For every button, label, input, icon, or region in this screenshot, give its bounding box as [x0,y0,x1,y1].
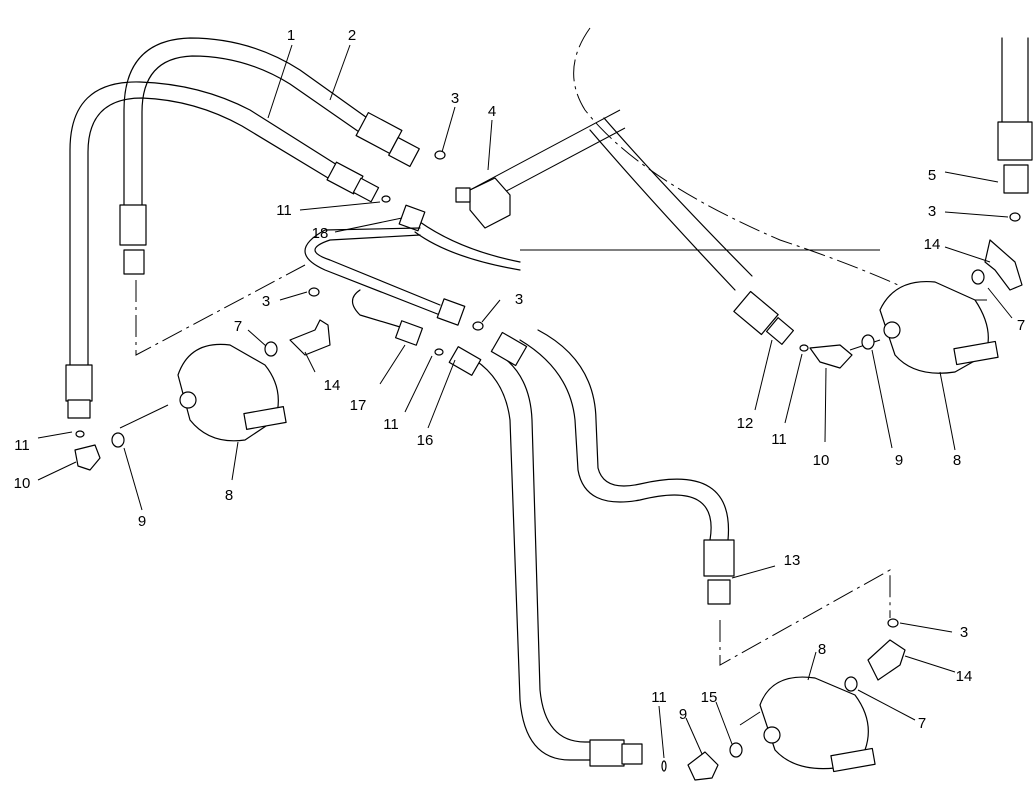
callout-10: 10 [14,475,31,492]
callout-1: 1 [287,27,295,44]
callout-7: 7 [1017,317,1025,334]
hose-16 [448,346,643,767]
callout-18: 18 [312,225,329,242]
orings [75,150,1021,772]
callout-14: 14 [924,236,941,253]
elbow-10-right [809,344,853,369]
alignment-lines [119,264,891,726]
hose-13 [490,329,735,605]
callout-12: 12 [737,415,754,432]
elbow-14-right [984,239,1023,291]
tube-17 [304,227,466,346]
callout-16: 16 [417,432,434,449]
callout-9: 15 [701,689,718,706]
elbow-10-left [74,444,101,471]
hose-2 [119,37,420,275]
callout-14: 14 [956,668,973,685]
callout-7: 7 [918,715,926,732]
callout-14: 14 [324,377,341,394]
callout-2: 2 [348,27,356,44]
callout-9: 9 [895,452,903,469]
hose-1 [65,81,346,419]
callout-7: 7 [234,318,242,335]
tank-outline [469,27,990,301]
callout-17: 17 [350,397,367,414]
callout-9: 9 [138,513,146,530]
hose-5 [997,37,1033,194]
elbow-15-bottom [687,751,719,781]
elbow-14-bottom [867,639,906,681]
callout-5: 5 [928,167,936,184]
callout-11: 11 [771,431,787,448]
callout-15: 9 [679,706,687,723]
tee-block [455,177,511,229]
callout-3: 3 [515,291,523,308]
pump-right [879,280,999,374]
callout-11: 11 [383,416,399,433]
callout-10: 10 [813,452,830,469]
callout-4: 4 [488,103,496,120]
callout-labels: 1 2 3 4 11 18 3 7 14 17 11 16 3 11 10 9 … [14,27,1026,732]
callout-13: 13 [784,552,801,569]
pump-left [177,343,287,442]
callout-11: 11 [651,689,667,706]
callout-3: 3 [451,90,459,107]
callout-8: 8 [818,641,826,658]
callout-3: 3 [928,203,936,220]
pump-bottom [759,676,876,773]
tube-18 [398,204,521,271]
callout-3: 3 [960,624,968,641]
callout-11: 11 [14,437,30,454]
leader-lines [37,44,1013,759]
elbow-14-left [289,319,331,356]
callout-8: 8 [953,452,961,469]
callout-11: 11 [276,202,292,219]
callout-8: 8 [225,487,233,504]
callout-3: 3 [262,293,270,310]
hose-12 [589,117,795,345]
